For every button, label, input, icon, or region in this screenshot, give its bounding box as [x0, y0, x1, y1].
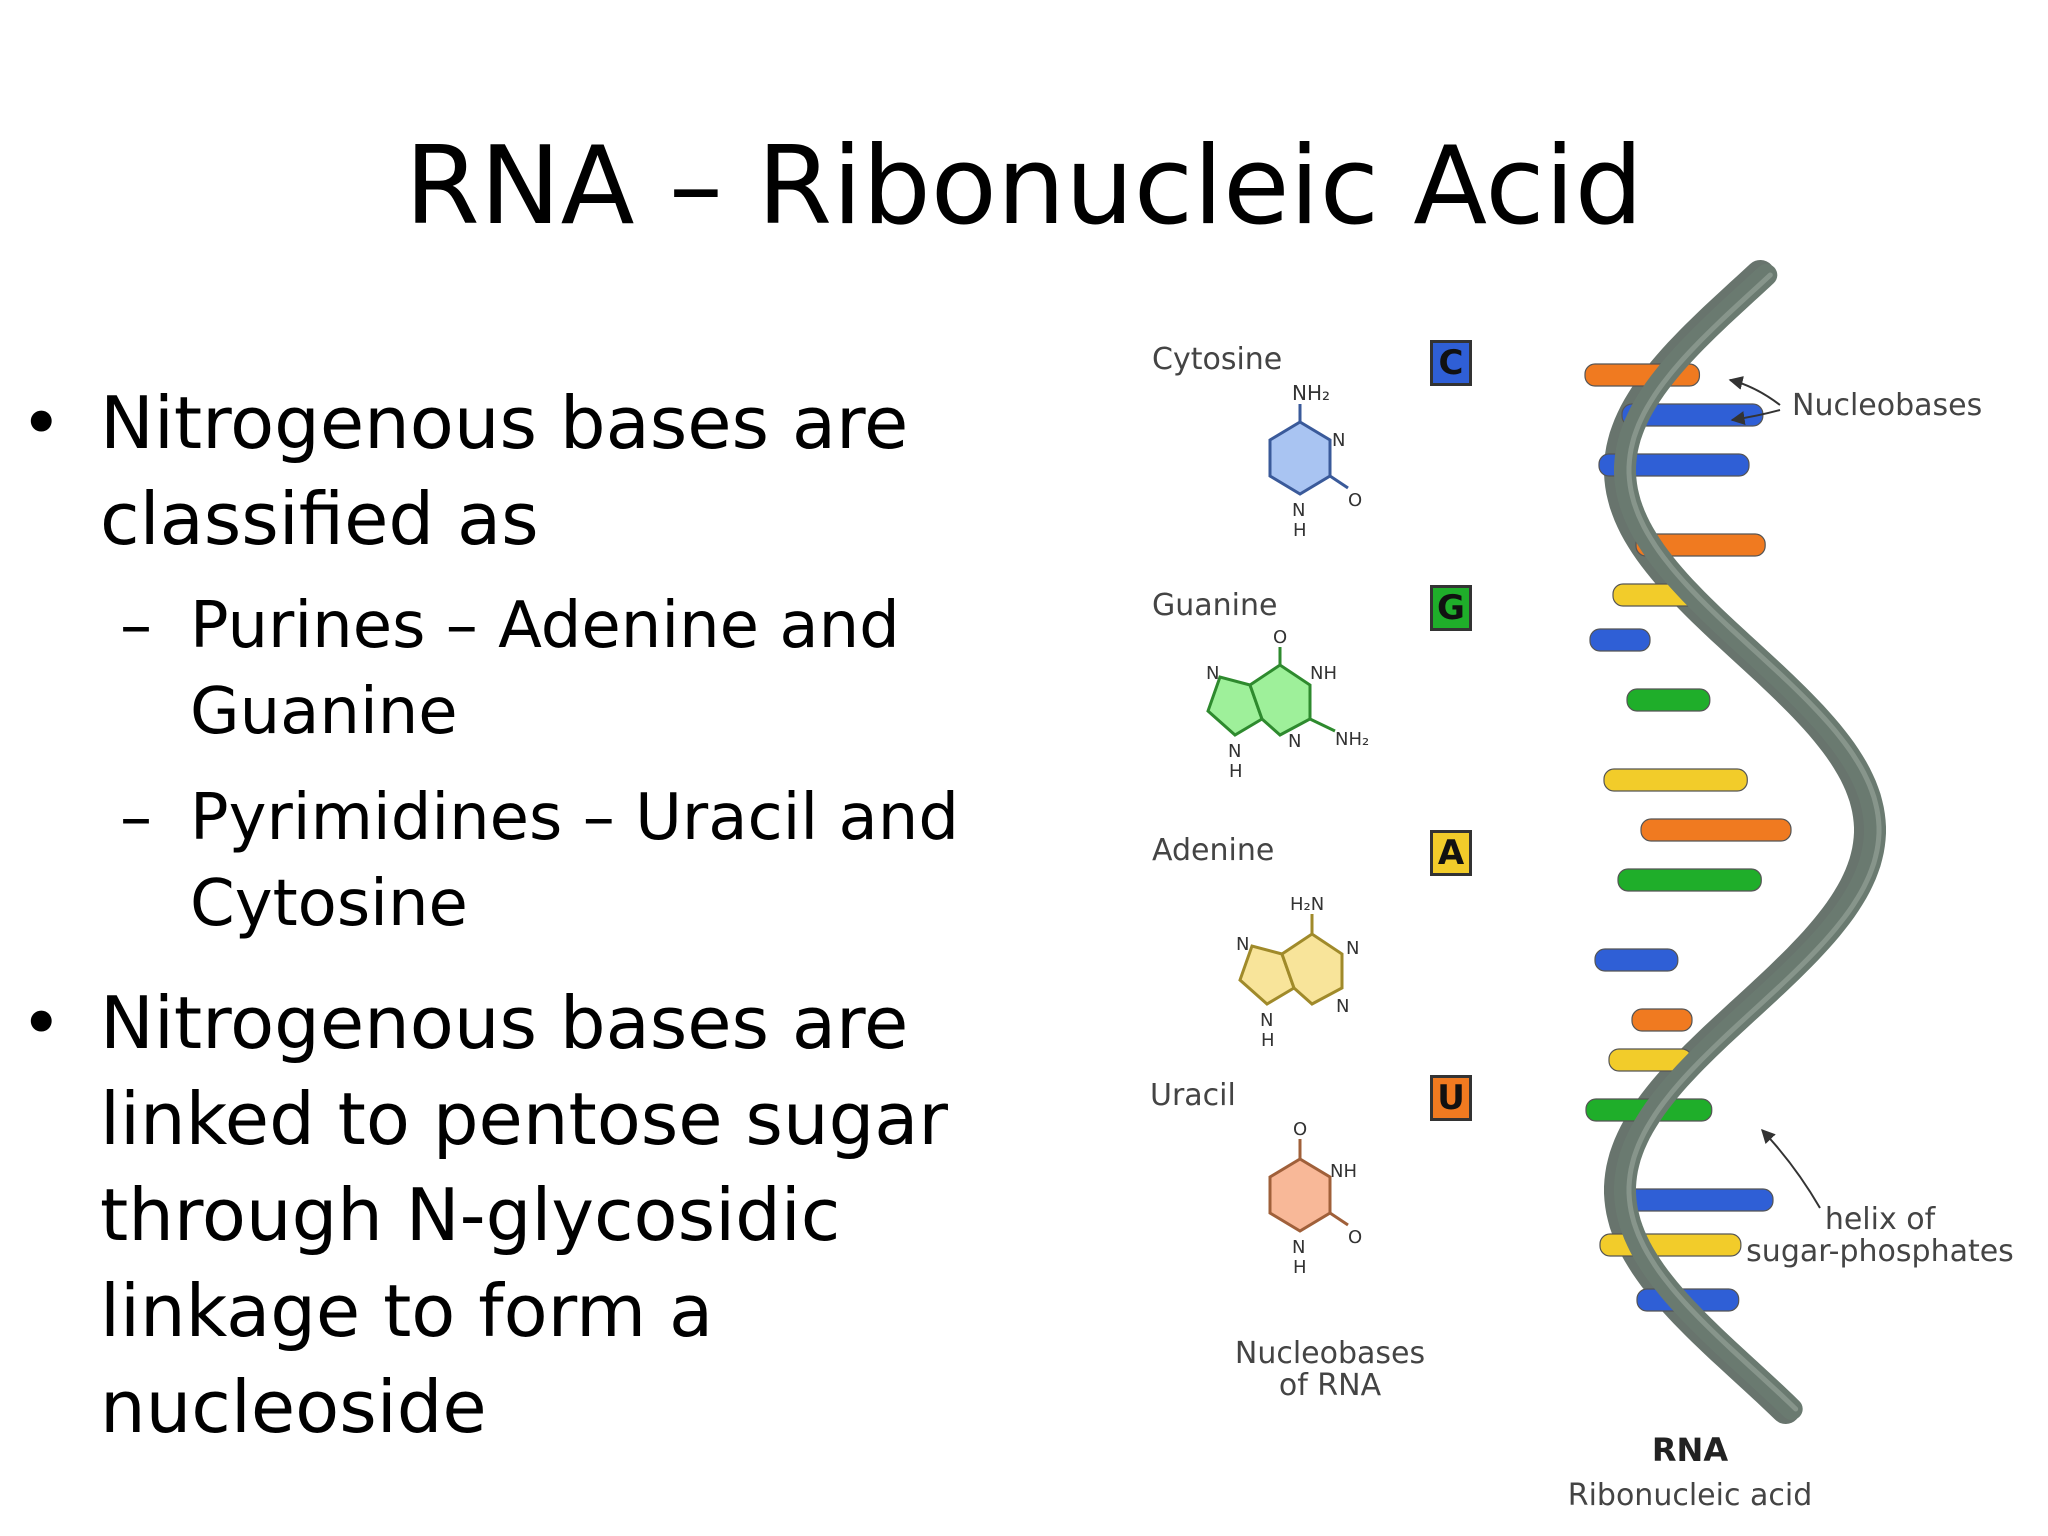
atom-h: H — [1293, 520, 1307, 541]
atom-h: H — [1261, 1030, 1275, 1051]
letter-box-a: A — [1430, 830, 1472, 876]
arrow-to-blue-base — [1730, 409, 1781, 426]
letter-box-c: C — [1430, 340, 1472, 386]
atom-nh: NH — [1310, 663, 1337, 684]
letter-box-g: G — [1430, 585, 1472, 631]
sub-bullet-1-line-2: Guanine — [190, 675, 458, 749]
nucleobase-rung-c — [1594, 948, 1679, 972]
bullet-2-line-2: linked to pentose sugar — [100, 1077, 949, 1161]
atom-nh: NH — [1330, 1161, 1357, 1182]
bullet-dot: • — [20, 981, 63, 1065]
bullet-dot: • — [20, 381, 63, 465]
label-adenine: Adenine — [1152, 833, 1275, 868]
atom-o: O — [1293, 1119, 1307, 1140]
atom-n: N — [1292, 1237, 1305, 1258]
arrow-to-orange-base — [1728, 376, 1781, 406]
label-nucleobases-of-rna: Nucleobases of RNA — [1210, 1338, 1450, 1402]
atom-n: N — [1292, 500, 1305, 521]
atom-h: H — [1229, 761, 1243, 782]
label-guanine: Guanine — [1152, 588, 1278, 623]
label-helix-line-1: helix of — [1824, 1202, 1936, 1237]
atom-o: O — [1348, 1227, 1362, 1248]
adenine-structure: H₂N N N N N H — [1236, 894, 1359, 1051]
letter-box-u: U — [1430, 1075, 1472, 1121]
bullet-2-line-3: through N-glycosidic — [100, 1173, 841, 1257]
nucleobase-rung-u — [1631, 1008, 1693, 1032]
bullet-2-line-4: linkage to form a — [100, 1269, 714, 1353]
nucleobase-rung-a — [1603, 768, 1748, 792]
atom-n: N — [1288, 731, 1301, 752]
nucleobase-rung-u — [1635, 533, 1766, 557]
helix-front-ribbon — [1614, 264, 1886, 1420]
rna-diagram: Cytosine Guanine Adenine Uracil C G A U … — [1130, 260, 2048, 1536]
label-helix-of-sugar-phosphates: helix of sugar-phosphates — [1730, 1204, 2030, 1268]
slide-title: RNA – Ribonucleic Acid — [404, 124, 1644, 249]
bullet-1-line-2: classified as — [100, 477, 539, 561]
label-cytosine: Cytosine — [1152, 342, 1283, 377]
nucleobase-rung-a — [1599, 1233, 1742, 1257]
bullet-1-line-1: Nitrogenous bases are — [100, 381, 909, 465]
label-uracil: Uracil — [1150, 1078, 1236, 1113]
cytosine-structure: NH₂ N O N H — [1268, 381, 1362, 541]
atom-nh2: NH₂ — [1335, 729, 1369, 750]
helix-highlight — [1626, 272, 1882, 1412]
atom-n: N — [1260, 1010, 1273, 1031]
label-rna: RNA — [1651, 1431, 1729, 1469]
nucleobase-rung-g — [1617, 868, 1762, 892]
sub-bullet-1-line-1: Purines – Adenine and — [190, 589, 900, 663]
atom-n: N — [1332, 430, 1345, 451]
bullet-2: • Nitrogenous bases are linked to pentos… — [20, 975, 1020, 1455]
sub-bullet-dash: – — [120, 781, 152, 855]
label-ribonucleic-acid: Ribonucleic acid — [1567, 1478, 1813, 1513]
bullet-2-line-5: nucleoside — [100, 1365, 487, 1449]
nucleobase-rung-c — [1589, 628, 1651, 652]
atom-n: N — [1236, 934, 1249, 955]
helix-front-strand — [1614, 264, 1886, 1420]
sub-bullet-2-line-2: Cytosine — [190, 867, 468, 941]
atom-n: N — [1206, 663, 1219, 684]
arrow-to-backbone — [1761, 1128, 1821, 1209]
sub-bullet-2-line-1: Pyrimidines – Uracil and — [190, 781, 959, 855]
atom-n: N — [1346, 938, 1359, 959]
label-nucleobases: Nucleobases — [1792, 388, 1983, 423]
nucleobase-rung-u — [1640, 818, 1792, 842]
sub-bullet-pyrimidines: – Pyrimidines – Uracil and Cytosine — [120, 775, 1010, 947]
label-helix-line-2: sugar-phosphates — [1746, 1234, 2014, 1269]
bullet-2-line-1: Nitrogenous bases are — [100, 981, 909, 1065]
uracil-structure: O NH O N H — [1268, 1119, 1362, 1278]
nucleobase-rung-g — [1626, 688, 1711, 712]
guanine-structure: O NH NH₂ N N N H — [1206, 627, 1369, 782]
label-nucleobases-of-rna-line-1: Nucleobases — [1234, 1336, 1426, 1371]
pointer-arrows — [1728, 376, 1821, 1209]
atom-o: O — [1348, 490, 1362, 511]
atom-n: N — [1228, 741, 1241, 762]
atom-o: O — [1273, 627, 1287, 648]
atom-nh2: NH₂ — [1292, 381, 1330, 405]
label-nucleobases-of-rna-line-2: of RNA — [1278, 1368, 1382, 1403]
rna-helix-svg — [1584, 260, 1886, 1424]
sub-bullet-dash: – — [120, 589, 152, 663]
atom-h2n: H₂N — [1290, 894, 1324, 915]
sub-bullet-purines: – Purines – Adenine and Guanine — [120, 583, 1010, 755]
atom-h: H — [1293, 1257, 1307, 1278]
atom-n: N — [1336, 996, 1349, 1017]
bullet-1: • Nitrogenous bases are classified as — [20, 375, 1020, 567]
